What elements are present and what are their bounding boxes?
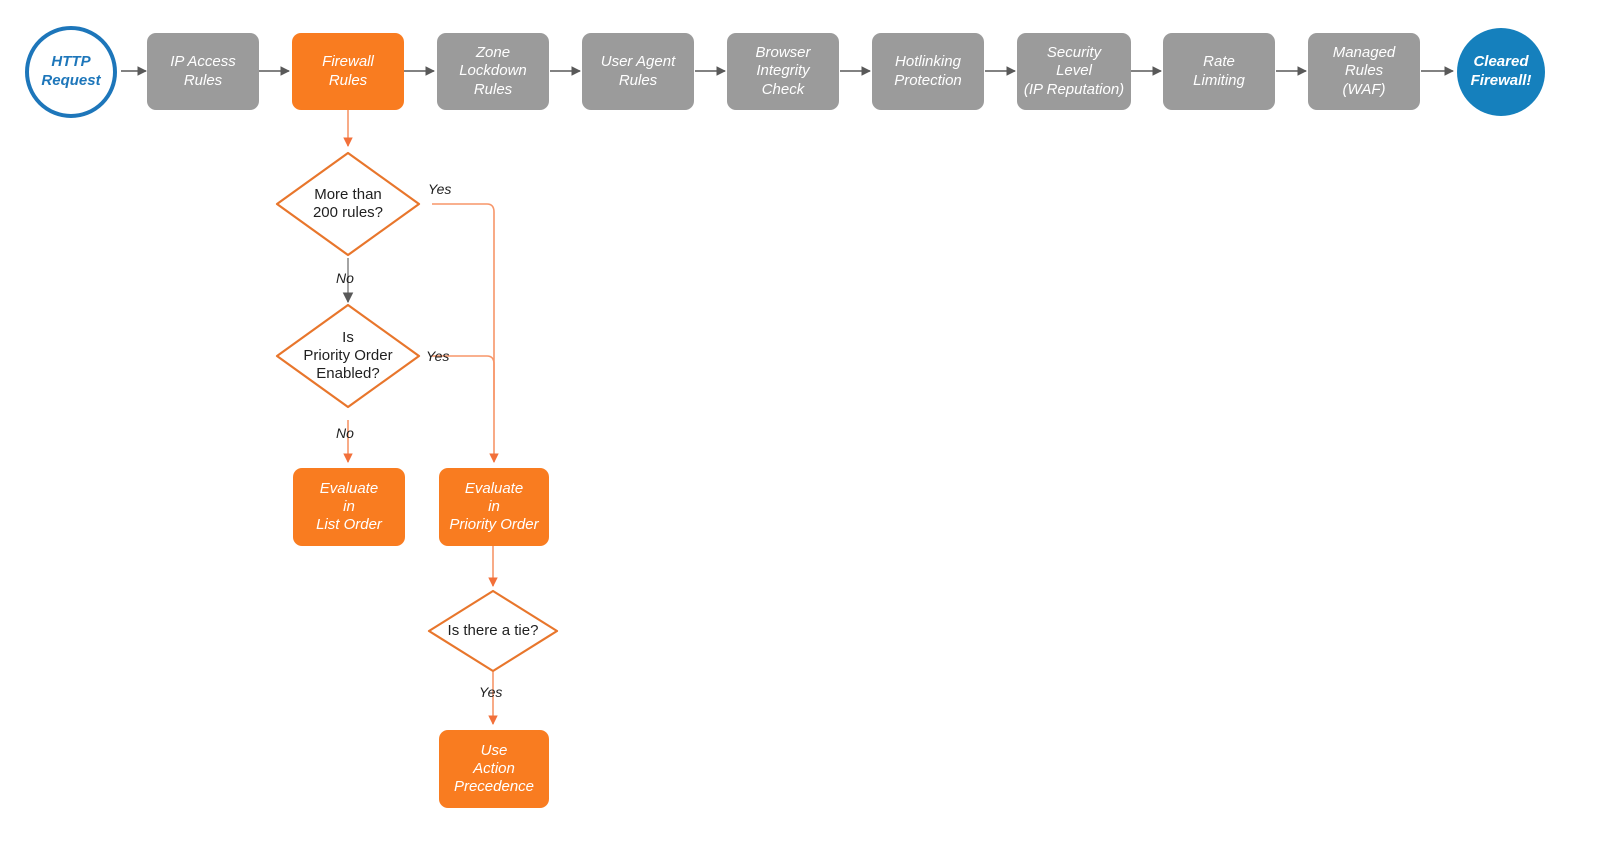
decision-is-there-a-tie[interactable]: Is there a tie?	[426, 588, 560, 674]
edge-label-priority-order-yes: Yes	[426, 348, 450, 364]
edge-label-more-than-200-no: No	[336, 270, 354, 286]
node-evaluate-list-order[interactable]: Evaluate in List Order	[293, 468, 405, 546]
node-use-action-precedence[interactable]: Use Action Precedence	[439, 730, 549, 808]
decision-label-more-than-200: More than 200 rules?	[312, 185, 384, 221]
arrow-more-than-200-yes	[432, 203, 499, 463]
node-browser-integrity-check[interactable]: Browser Integrity Check	[727, 33, 839, 110]
node-user-agent-rules[interactable]: User Agent Rules	[582, 33, 694, 110]
node-zone-lockdown-rules[interactable]: Zone Lockdown Rules	[437, 33, 549, 110]
node-rate-limiting[interactable]: Rate Limiting	[1163, 33, 1275, 110]
edge-label-tie-yes: Yes	[479, 684, 503, 700]
node-managed-rules-waf[interactable]: Managed Rules (WAF)	[1308, 33, 1420, 110]
node-hotlinking-protection[interactable]: Hotlinking Protection	[872, 33, 984, 110]
node-evaluate-priority-order[interactable]: Evaluate in Priority Order	[439, 468, 549, 546]
node-http-request[interactable]: HTTP Request	[25, 26, 117, 118]
diamond-shape-is-there-a-tie	[427, 589, 559, 673]
edge-label-more-than-200-yes: Yes	[428, 181, 452, 197]
edge-label-priority-order-no: No	[336, 425, 354, 441]
decision-label-priority-order: Is Priority Order Enabled?	[303, 328, 393, 383]
diamond-shape-priority-order	[275, 303, 421, 409]
diamond-shape-more-than-200	[275, 151, 421, 257]
decision-label-is-there-a-tie: Is there a tie?	[447, 621, 539, 639]
decision-priority-order-enabled[interactable]: Is Priority Order Enabled?	[274, 302, 422, 410]
decision-more-than-200-rules[interactable]: More than 200 rules?	[274, 150, 422, 258]
node-security-level[interactable]: Security Level (IP Reputation)	[1017, 33, 1131, 110]
node-cleared-firewall[interactable]: Cleared Firewall!	[1457, 28, 1545, 116]
node-ip-access-rules[interactable]: IP Access Rules	[147, 33, 259, 110]
node-firewall-rules[interactable]: Firewall Rules	[292, 33, 404, 110]
